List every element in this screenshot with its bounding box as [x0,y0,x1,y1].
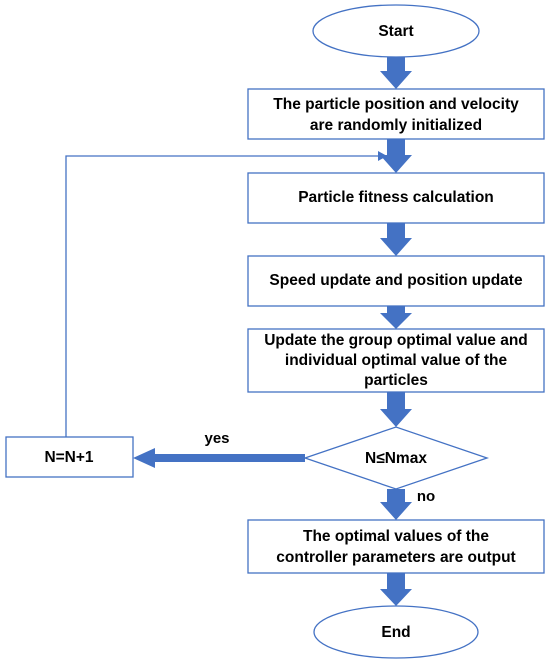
end-label: End [381,624,410,641]
arrow-init-to-fitness [380,139,412,173]
arrow-optimal-to-decision [380,392,412,427]
update-node: Speed update and position update [247,255,545,307]
fitness-label: Particle fitness calculation [298,189,494,206]
arrow-fitness-to-update [380,223,412,256]
increment-label: N=N+1 [44,449,93,466]
init-label-line1: The particle position and velocity [273,96,519,113]
optimal-node: Update the group optimal value and indiv… [247,328,545,393]
yes-label: yes [204,430,229,447]
arrow-decision-to-output [380,489,412,520]
update-label: Speed update and position update [269,272,523,289]
loop-line [65,155,380,437]
start-label: Start [378,23,413,40]
init-label-line2: are randomly initialized [310,117,482,134]
arrow-update-to-optimal [380,306,412,329]
arrow-output-to-end [380,573,412,606]
decision-node: N≤Nmax [302,426,490,490]
arrow-start-to-init [380,57,412,89]
optimal-label-line1: Update the group optimal value and [264,332,528,349]
optimal-label-line2: individual optimal value of the [285,352,508,369]
output-node: The optimal values of the controller par… [247,519,545,574]
end-node: End [313,605,479,659]
increment-node: N=N+1 [5,436,134,478]
output-label-line2: controller parameters are output [276,549,515,566]
output-label-line1: The optimal values of the [303,528,489,545]
init-node: The particle position and velocity are r… [247,88,545,140]
start-node: Start [312,4,480,58]
arrow-decision-to-increment [133,448,305,468]
no-label: no [417,488,435,505]
fitness-node: Particle fitness calculation [247,172,545,224]
decision-label: N≤Nmax [365,450,427,467]
loop-arrowhead [378,151,387,161]
optimal-label-line3: particles [364,372,428,389]
